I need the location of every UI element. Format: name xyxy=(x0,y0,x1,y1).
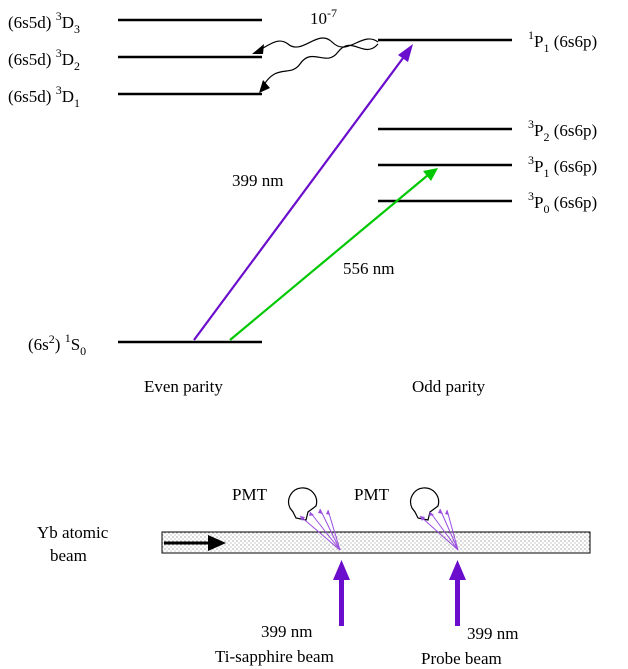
decay-wavy-arrow-3d2 xyxy=(255,37,379,53)
pmt-1-detector xyxy=(288,487,318,521)
level-3p2-label: 3P2 (6s6p) xyxy=(528,117,597,144)
branching-ratio-label: 10-7 xyxy=(310,6,337,28)
probe-beam-label: Probe beam xyxy=(421,649,502,668)
decay-arrowhead-3d1 xyxy=(259,80,270,93)
atomic-beam-direction-arrowhead xyxy=(208,535,226,551)
level-3d3-label: (6s5d) 3D3 xyxy=(8,9,80,36)
level-1p1-label: 1P1 (6s6p) xyxy=(528,28,597,55)
ti-sapphire-beam-shaft xyxy=(339,576,344,626)
transition-556nm-arrowhead xyxy=(423,168,438,181)
atomic-beam-label-line1: Yb atomic xyxy=(37,523,109,542)
transition-399nm-label: 399 nm xyxy=(232,171,283,190)
level-3p1-label: 3P1 (6s6p) xyxy=(528,153,597,180)
atomic-beam-label-line2: beam xyxy=(50,546,87,565)
transition-556nm-label: 556 nm xyxy=(343,259,394,278)
odd-parity-label: Odd parity xyxy=(412,377,486,396)
level-1s0-label: (6s2) 1S0 xyxy=(28,331,86,358)
decay-arrowhead-3d2 xyxy=(252,44,264,54)
transition-399nm-arrow xyxy=(193,53,407,341)
pmt-1-label: PMT xyxy=(232,485,268,504)
level-3d1-label: (6s5d) 3D1 xyxy=(8,83,80,110)
pmt-2-fluorescence-rays xyxy=(419,508,459,551)
decay-wavy-arrow-3d1 xyxy=(261,43,379,89)
level-3d2-label: (6s5d) 3D2 xyxy=(8,46,80,73)
ti-sapphire-beam-wavelength: 399 nm xyxy=(261,622,312,641)
pmt-1-fluorescence-arrowheads xyxy=(300,509,330,521)
transition-556nm-arrow xyxy=(229,174,429,341)
probe-beam-shaft xyxy=(455,576,460,626)
pmt-1-fluorescence-rays xyxy=(299,508,341,551)
pmt-2-label: PMT xyxy=(354,485,390,504)
probe-beam-arrowhead xyxy=(449,560,466,580)
atomic-beam-tube xyxy=(161,531,591,554)
level-3p0-label: 3P0 (6s6p) xyxy=(528,189,597,216)
probe-beam-wavelength: 399 nm xyxy=(467,624,518,643)
ti-sapphire-beam-arrowhead xyxy=(333,560,350,580)
pmt-2-detector xyxy=(410,487,440,521)
pmt-2-fluorescence-arrowheads xyxy=(420,509,449,521)
transition-399nm-arrowhead xyxy=(398,44,413,62)
ti-sapphire-beam-label: Ti-sapphire beam xyxy=(215,647,334,666)
even-parity-label: Even parity xyxy=(144,377,223,396)
